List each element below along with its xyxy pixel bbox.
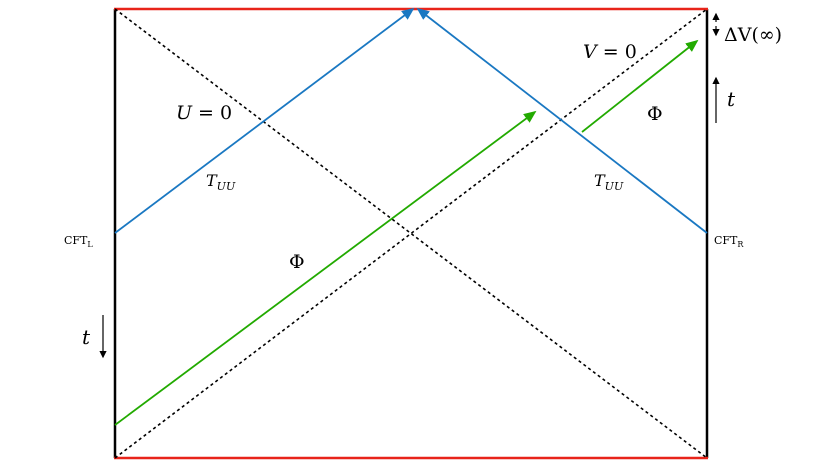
t-right-label: t <box>727 87 736 111</box>
phi-right-label: Φ <box>647 103 663 125</box>
u-zero-label: U = 0 <box>176 102 232 124</box>
signal-phi-short <box>581 39 699 133</box>
cft-right-label: CFTR <box>714 234 744 249</box>
delta-v-label: ΔV(∞) <box>724 24 782 46</box>
horizon-v-zero <box>114 8 708 459</box>
horizon-u-zero <box>114 8 708 459</box>
phi-center-label: Φ <box>289 251 305 273</box>
shockwave-right <box>416 7 708 234</box>
t-left-label: t <box>82 325 91 349</box>
v-zero-label: V = 0 <box>583 41 637 63</box>
signal-phi-long <box>114 110 537 426</box>
shockwave-left <box>114 7 415 234</box>
t-uu-right-label: TUU <box>594 171 624 193</box>
t-uu-left-label: TUU <box>206 171 236 193</box>
cft-left-label: CFTL <box>64 234 93 249</box>
